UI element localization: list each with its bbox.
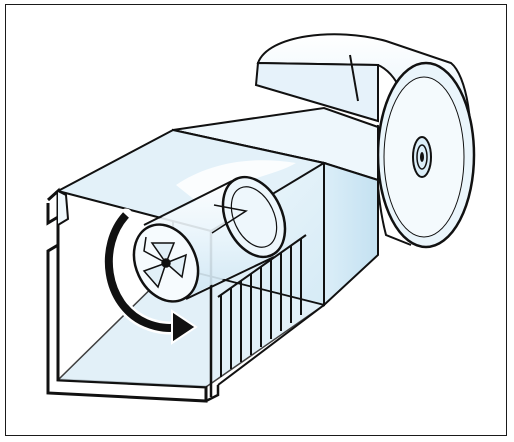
spool-hub-icon xyxy=(413,137,431,177)
figure-frame xyxy=(5,4,507,436)
spool-disc xyxy=(376,63,474,247)
blower-illustration xyxy=(6,5,508,437)
